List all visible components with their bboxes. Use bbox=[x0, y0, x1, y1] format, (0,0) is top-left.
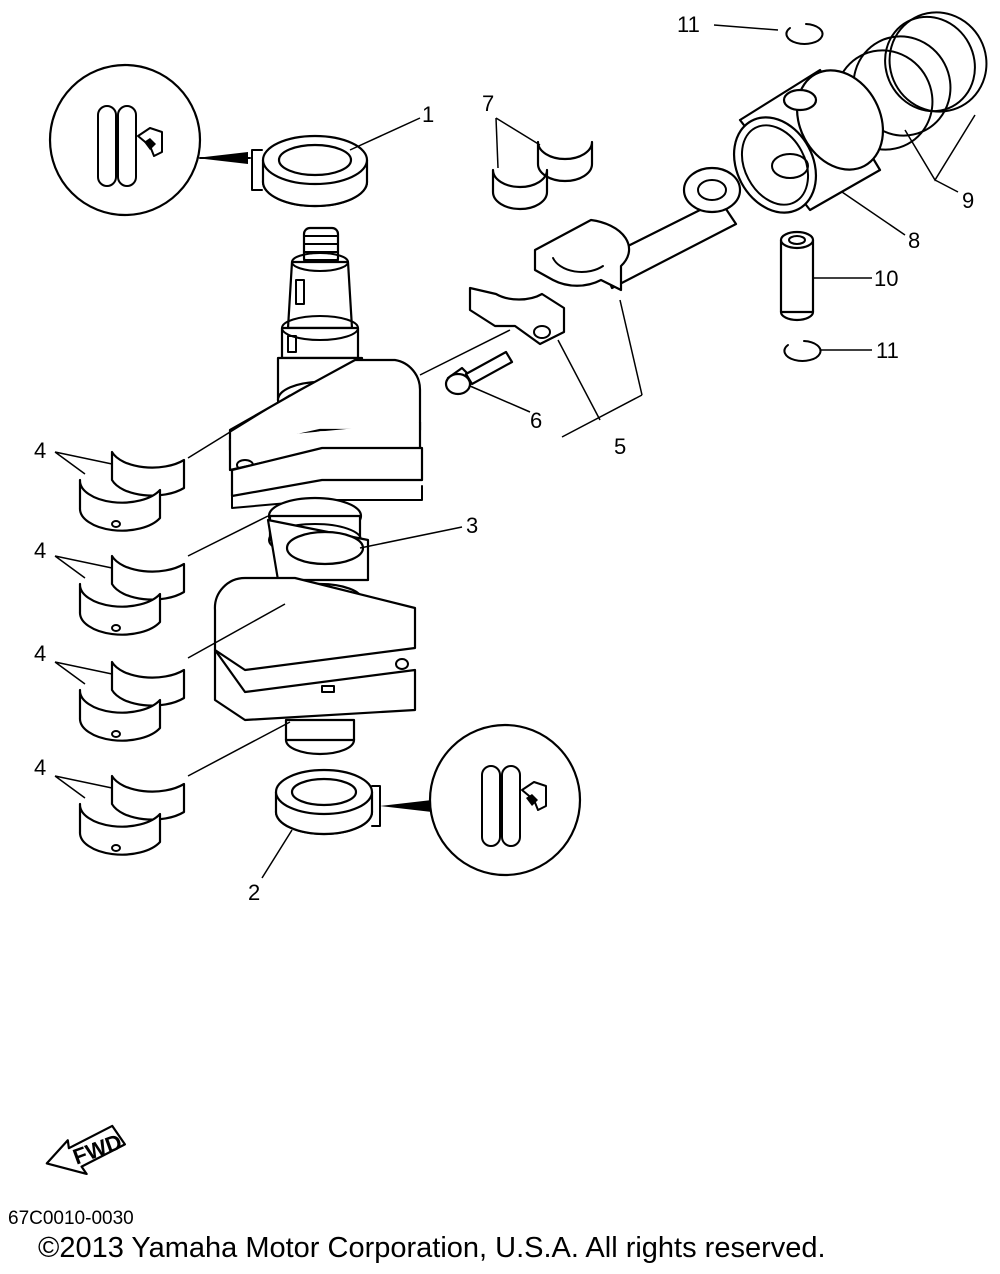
crankshaft-3 bbox=[213, 226, 511, 756]
main-bearing-4-d bbox=[54, 721, 291, 856]
grease-detail-top bbox=[48, 63, 263, 217]
main-bearing-4-c bbox=[54, 603, 286, 742]
main-bearing-4-b bbox=[54, 515, 269, 636]
callout-4-d: 4 bbox=[34, 755, 46, 780]
fwd-badge-label: FWD bbox=[70, 1129, 126, 1170]
connecting-rod-bolt-6 bbox=[444, 350, 531, 413]
callout-2: 2 bbox=[248, 880, 260, 905]
callout-4-a: 4 bbox=[34, 438, 46, 463]
copyright-notice: ©2013 Yamaha Motor Corporation, U.S.A. A… bbox=[38, 1232, 826, 1264]
callout-8: 8 bbox=[908, 228, 920, 253]
callout-7: 7 bbox=[482, 91, 494, 116]
circlip-11-top bbox=[713, 23, 824, 45]
piston-8 bbox=[732, 68, 906, 236]
detail-pointer bbox=[196, 152, 248, 164]
callout-5: 5 bbox=[614, 434, 626, 459]
connecting-rod-5 bbox=[468, 166, 742, 438]
callout-6: 6 bbox=[530, 408, 542, 433]
grease-detail-bottom bbox=[380, 723, 582, 877]
callout-1: 1 bbox=[422, 102, 434, 127]
piston-pin-10 bbox=[779, 230, 872, 322]
callout-9: 9 bbox=[962, 188, 974, 213]
callout-4-b: 4 bbox=[34, 538, 46, 563]
callout-11-bottom: 11 bbox=[876, 338, 899, 363]
fwd-arrow-icon: FWD bbox=[45, 1124, 127, 1176]
bearing-7 bbox=[491, 117, 594, 211]
main-bearing-4-a bbox=[54, 394, 291, 532]
callout-3: 3 bbox=[466, 513, 478, 538]
diagram-code: 67C0010-0030 bbox=[8, 1208, 134, 1229]
oil-seal-2 bbox=[261, 768, 381, 879]
callout-11-top: 11 bbox=[677, 12, 700, 37]
callout-10: 10 bbox=[874, 266, 898, 291]
circlip-11-bottom bbox=[783, 340, 872, 362]
oil-seal-1 bbox=[261, 117, 421, 208]
callout-4-c: 4 bbox=[34, 641, 46, 666]
